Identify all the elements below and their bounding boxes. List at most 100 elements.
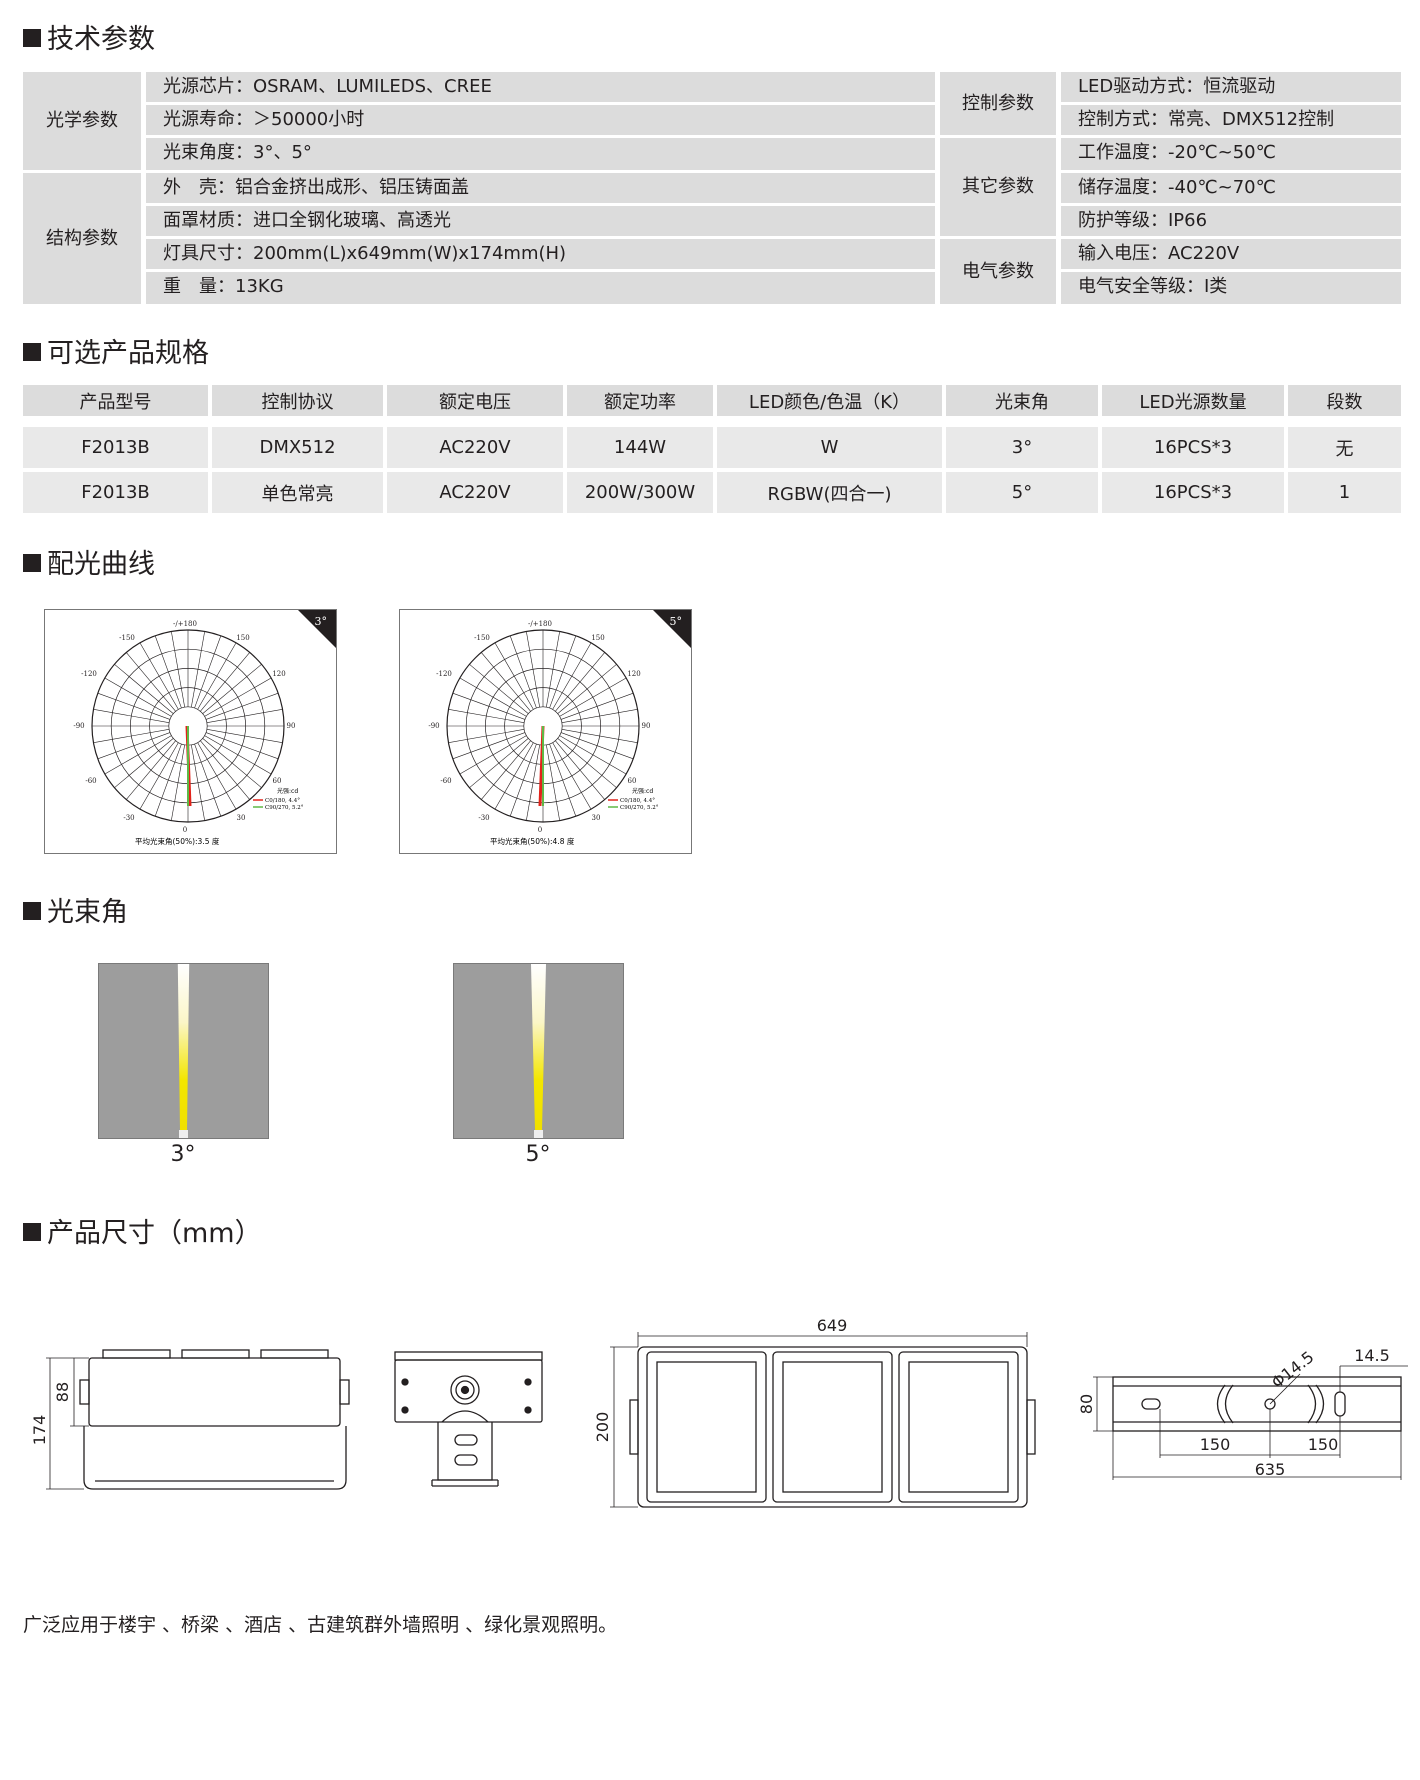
polar-spoke: [448, 729, 525, 743]
polar-curve-svg: 3° -/+180 -150 150 -120 120 -90 90 -60 6…: [73, 610, 336, 846]
dim-label: 14.5: [1354, 1346, 1390, 1365]
polar-spoke: [139, 642, 179, 710]
structure-label: 结构参数: [23, 173, 141, 304]
polar-spoke: [448, 709, 525, 723]
polar-spoke: [114, 664, 174, 714]
polar-spoke: [97, 692, 171, 720]
polar-spoke: [154, 635, 182, 709]
polar-spoke: [549, 635, 577, 709]
beam-preview-1: [98, 963, 269, 1139]
beam-light: [177, 964, 190, 1130]
spec-table-cell: W: [717, 427, 942, 468]
legend-item: C0/180, 4.4°: [620, 798, 655, 804]
dim-label: 649: [817, 1316, 848, 1335]
spec-header-cell: 产品型号: [23, 385, 208, 416]
dim-label: 200: [593, 1412, 612, 1443]
angle-label: -/+180: [173, 620, 197, 628]
electric-label: 电气参数: [940, 239, 1056, 304]
curve-caption: 平均光束角(50%):3.5 度: [135, 836, 220, 846]
structure-row: 重 量：13KG: [146, 272, 935, 304]
corner-label: 3°: [315, 615, 328, 628]
square-bullet-icon: [23, 1223, 41, 1241]
spec-table-cell: 16PCS*3: [1102, 427, 1284, 468]
spec-table-cell: 3°: [946, 427, 1098, 468]
polar-spoke: [494, 742, 534, 810]
polar-spoke: [197, 742, 237, 810]
polar-spoke: [552, 742, 592, 810]
polar-spoke: [205, 732, 279, 760]
polar-spoke: [126, 740, 176, 800]
polar-spoke: [104, 677, 172, 717]
angle-label: 150: [591, 634, 604, 642]
spec-table-cell: 200W/300W: [567, 472, 713, 513]
polar-spoke: [93, 709, 170, 723]
spec-table-cell: 5°: [946, 472, 1098, 513]
legend-item: C0/180, 4.4°: [265, 798, 300, 804]
structure-row: 灯具尺寸：200mm(L)x649mm(W)x174mm(H): [146, 239, 935, 269]
polar-spoke: [452, 732, 526, 760]
angle-label: 0: [538, 826, 542, 834]
square-bullet-icon: [23, 29, 41, 47]
polar-spoke: [560, 692, 634, 720]
spec-table-cell: F2013B: [23, 427, 208, 468]
dim-label: 635: [1255, 1460, 1286, 1479]
side-view-drawing: [46, 1349, 350, 1490]
angle-label: -30: [478, 814, 489, 822]
application-note: 广泛应用于楼宇 、桥梁 、酒店 、古建筑群外墙照明 、绿化景观照明。: [23, 1614, 618, 1636]
polar-spoke: [526, 631, 540, 708]
corner-triangle: [298, 610, 336, 648]
angle-label: -120: [81, 670, 97, 678]
legend-title: 光强:cd: [632, 787, 653, 795]
polar-spoke: [494, 642, 534, 710]
angle-label: -120: [436, 670, 452, 678]
angle-label: -30: [123, 814, 134, 822]
light-curve-chart-2: 5° -/+180 -150 150 -120 120 -90 90 -60 6…: [399, 609, 692, 854]
polar-spoke: [171, 744, 185, 821]
beam-source: [534, 1130, 543, 1138]
optical-label: 光学参数: [23, 72, 141, 170]
polar-spoke: [469, 738, 529, 788]
polar-spoke: [194, 635, 222, 709]
spec-table-cell: RGBW(四合一): [717, 472, 942, 513]
angle-label: 120: [627, 670, 640, 678]
polar-spoke: [202, 664, 262, 714]
polar-spoke: [560, 732, 634, 760]
spec-header-cell: 光束角: [946, 385, 1098, 416]
polar-curve-svg: 5° -/+180 -150 150 -120 120 -90 90 -60 6…: [428, 610, 691, 846]
square-bullet-icon: [23, 902, 41, 920]
other-row: 储存温度：-40℃~70℃: [1061, 173, 1401, 203]
spec-header-cell: 额定功率: [567, 385, 713, 416]
polar-spoke: [509, 743, 537, 817]
angle-label: 30: [237, 814, 246, 822]
angle-label: -90: [428, 722, 439, 730]
polar-spoke: [561, 729, 638, 743]
angle-label: -90: [73, 722, 84, 730]
angle-label: 90: [642, 722, 651, 730]
beam-source: [179, 1130, 188, 1138]
angle-label: 150: [236, 634, 249, 642]
polar-spoke: [555, 740, 605, 800]
control-label: 控制参数: [940, 72, 1056, 135]
polar-spoke: [546, 631, 560, 708]
polar-spoke: [194, 743, 222, 817]
polar-spoke: [104, 735, 172, 775]
polar-spoke: [561, 709, 638, 723]
dim-label: 174: [30, 1415, 49, 1446]
spec-header-cell: 控制协议: [212, 385, 383, 416]
square-bullet-icon: [23, 343, 41, 361]
polar-spoke: [171, 631, 185, 708]
legend-item: C90/270, 5.2°: [620, 805, 659, 811]
light-curve-chart-1: 3° -/+180 -150 150 -120 120 -90 90 -60 6…: [44, 609, 337, 854]
optical-row: 光束角度：3°、5°: [146, 138, 935, 170]
legend-item: C90/270, 5.2°: [265, 805, 304, 811]
optical-row: 光源芯片：OSRAM、LUMILEDS、CREE: [146, 72, 935, 102]
polar-spoke: [197, 642, 237, 710]
polar-spoke: [481, 652, 531, 712]
spec-table-cell: 无: [1288, 427, 1401, 468]
beam-light: [531, 964, 546, 1130]
angle-label: -60: [85, 777, 96, 785]
polar-spoke: [205, 692, 279, 720]
polar-spoke: [202, 738, 262, 788]
polar-spoke: [200, 652, 250, 712]
spec-table-cell: 144W: [567, 427, 713, 468]
